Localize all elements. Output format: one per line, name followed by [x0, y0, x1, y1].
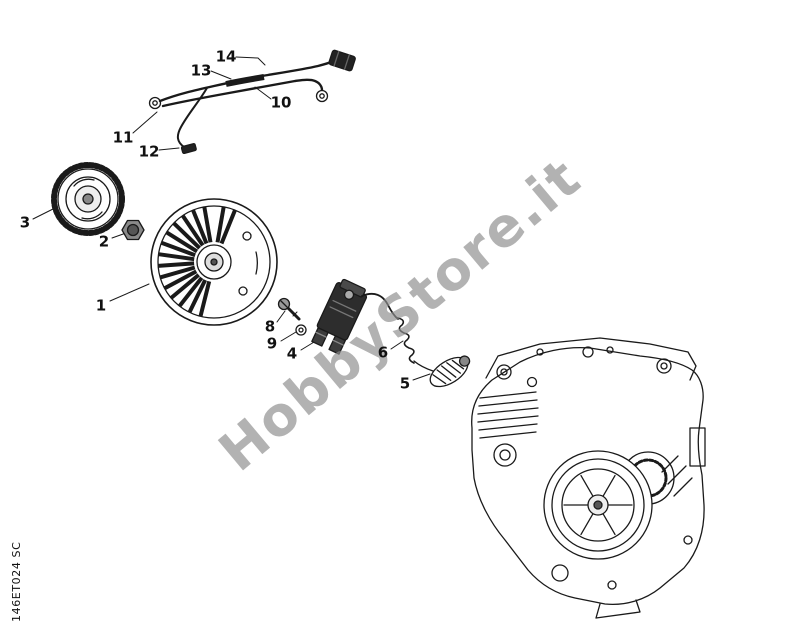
spring-lead-drawing [413, 360, 434, 372]
callout-6: 6 [377, 343, 389, 362]
callout-2: 2 [98, 232, 110, 251]
callout-13: 13 [190, 61, 212, 80]
spade-terminal-drawing [180, 143, 197, 155]
wiring-harness-drawing [148, 49, 356, 155]
screw-drawing [277, 297, 301, 321]
washer-drawing [295, 324, 307, 336]
callout-11: 11 [112, 128, 134, 147]
nut-drawing [121, 219, 145, 241]
harness-connector-drawing [328, 49, 356, 72]
callout-4: 4 [286, 344, 298, 363]
callout-5: 5 [399, 374, 411, 393]
starter-wheel-drawing [51, 162, 125, 236]
ignition-module-drawing [311, 278, 368, 355]
callout-3: 3 [19, 213, 31, 232]
callout-14: 14 [215, 47, 237, 66]
callout-9: 9 [266, 334, 278, 353]
flywheel-drawing [150, 198, 278, 326]
ignition-lead-drawing [361, 292, 399, 320]
callout-1: 1 [95, 296, 107, 315]
spark-plug-boot-drawing [429, 355, 471, 388]
callout-12: 12 [138, 142, 160, 161]
drawing-code: 146ET024 SC [10, 541, 23, 622]
crankcase-drawing [471, 337, 706, 619]
callout-10: 10 [270, 93, 292, 112]
callout-8: 8 [264, 317, 276, 336]
leader-lines [32, 56, 431, 381]
spring-drawing [397, 317, 415, 364]
